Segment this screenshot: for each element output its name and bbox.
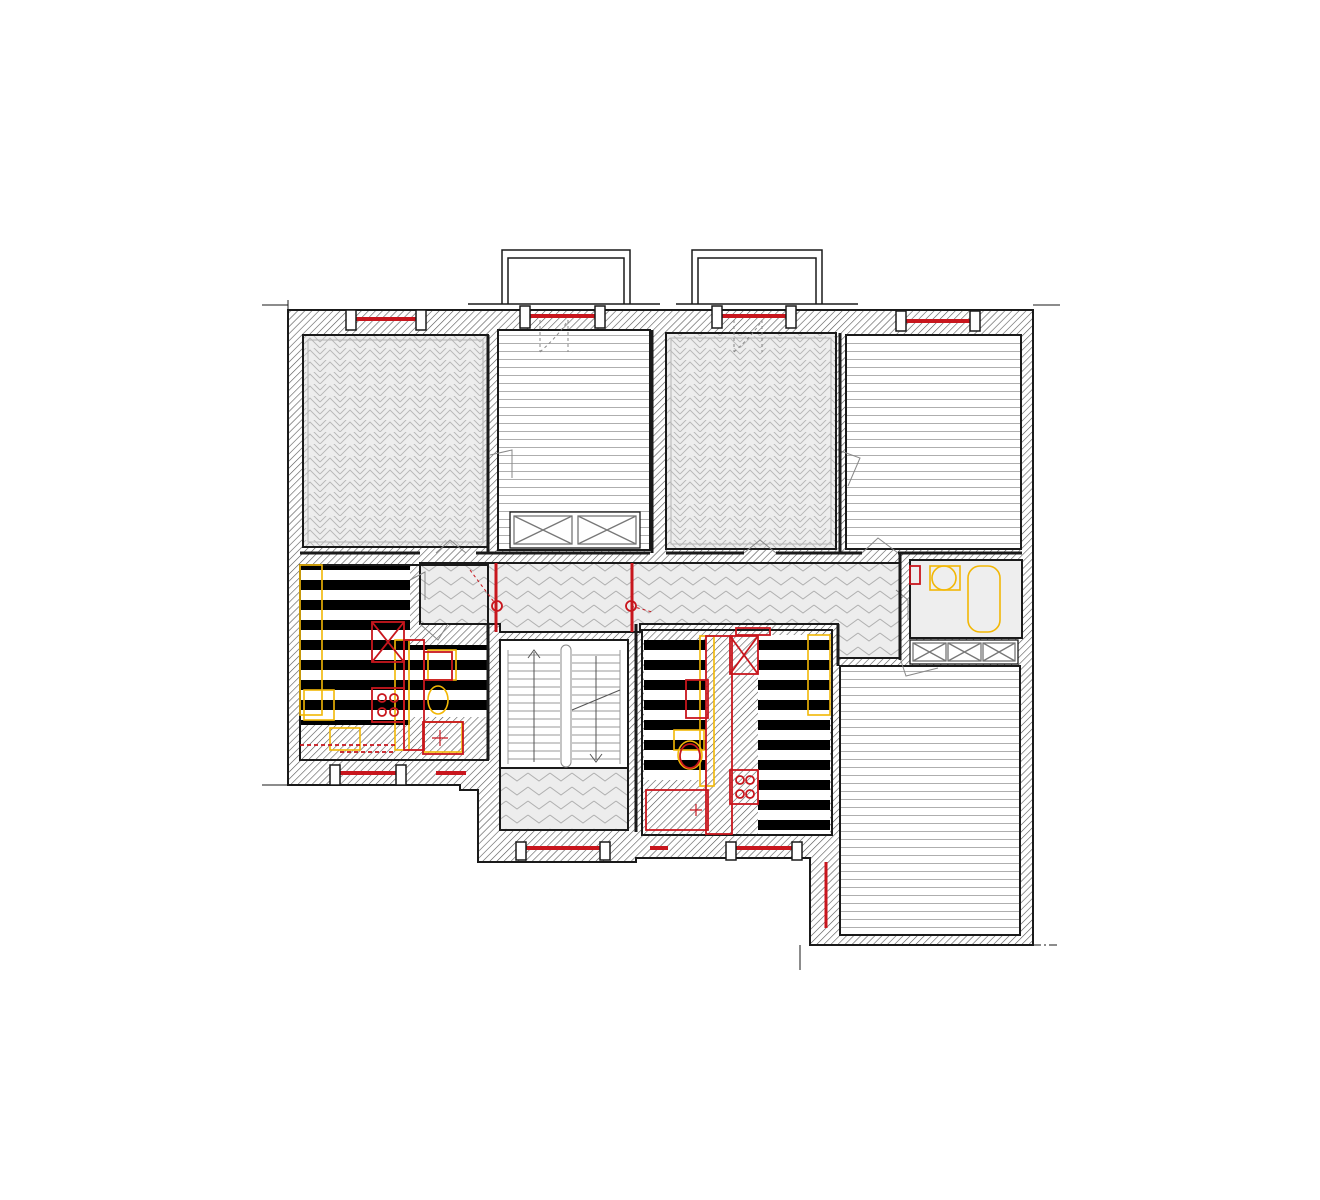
tiles-left — [300, 565, 410, 725]
bathroom-right — [909, 559, 1023, 639]
room-top-third — [665, 332, 837, 550]
door-swings — [409, 319, 939, 677]
reference-lines — [262, 300, 1060, 970]
interior-walls — [300, 330, 1022, 832]
wardrobe-top — [509, 511, 641, 549]
room-top-right — [845, 334, 1022, 550]
window-jambs — [329, 305, 981, 861]
wardrobes — [509, 511, 1019, 665]
tiles-right — [758, 635, 830, 835]
stair-landing — [499, 767, 629, 831]
room-top-left — [302, 334, 489, 548]
room-top-third-inner — [670, 337, 832, 545]
tiles-left-lower — [410, 645, 488, 717]
new-elements — [300, 563, 921, 928]
windows — [340, 314, 970, 850]
stair-flights — [507, 644, 621, 768]
balconies — [468, 249, 858, 305]
tiles-mid — [644, 640, 706, 780]
room-top-left-inner — [307, 339, 484, 543]
fixtures — [299, 564, 1001, 787]
room-bottom-right — [839, 665, 1021, 936]
